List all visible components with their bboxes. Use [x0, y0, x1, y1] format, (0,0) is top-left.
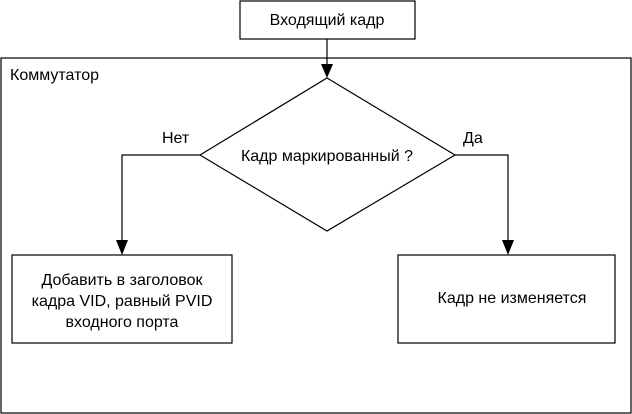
arrowhead-yes [502, 240, 514, 255]
switch-label: Коммутатор [10, 67, 99, 84]
edge-yes-branch [455, 154, 509, 243]
action-no-line-1: Добавить в заголовок [42, 272, 204, 289]
arrowhead-no [116, 240, 128, 255]
decision-diamond [198, 77, 457, 232]
input-frame-box [239, 0, 416, 40]
action-no-line-3: входного порта [66, 314, 179, 331]
decision-label: Кадр маркированный ? [241, 148, 413, 165]
action-yes-box [397, 254, 616, 344]
edge-no-branch [121, 154, 200, 243]
action-yes-label: Кадр не изменяется [438, 290, 587, 307]
arrowhead-decision [321, 64, 333, 78]
input-frame-label: Входящий кадр [270, 12, 385, 29]
branch-no-label: Нет [162, 130, 190, 147]
action-no-line-2: кадра VID, равный PVID [32, 293, 213, 310]
branch-yes-label: Да [463, 130, 483, 147]
action-no-box [11, 254, 233, 344]
